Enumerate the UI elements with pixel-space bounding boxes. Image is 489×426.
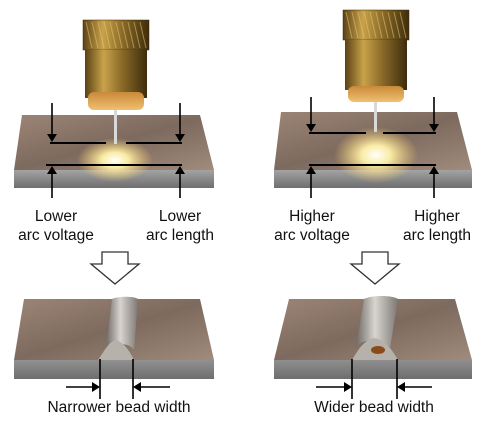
- right-length-arrows: [429, 97, 439, 198]
- right-arc-glow: [334, 127, 418, 183]
- right-voltage-label-line2: arc voltage: [274, 227, 350, 244]
- left-voltage-label-line1: Lower: [34, 208, 78, 225]
- down-arrow-icon: [89, 251, 141, 285]
- right-voltage-arrows: [306, 97, 316, 198]
- left-bead-caption: Narrower bead width: [47, 399, 191, 416]
- wide-weld-bead: [356, 296, 398, 348]
- right-voltage-label-line1: Higher: [289, 208, 335, 225]
- narrow-weld-bead: [106, 296, 138, 350]
- right-bead-plate: [274, 296, 472, 379]
- right-length-label: Higher arc length: [389, 207, 485, 245]
- left-length-label-line1: Lower: [158, 208, 202, 225]
- right-top-assembly: [274, 9, 472, 198]
- right-bead-caption: Wider bead width: [314, 399, 434, 416]
- right-length-label-line2: arc length: [402, 227, 472, 244]
- left-bead-width-markers: [66, 359, 170, 399]
- left-length-arrows: [175, 103, 185, 198]
- right-length-label-line1: Higher: [414, 208, 460, 225]
- right-voltage-label: Higher arc voltage: [262, 207, 362, 245]
- left-top-assembly: [14, 19, 214, 198]
- left-length-label: Lower arc length: [132, 207, 228, 245]
- left-length-label-line2: arc length: [145, 227, 215, 244]
- welding-torch-icon: [342, 9, 410, 132]
- welding-torch-icon: [82, 19, 150, 144]
- down-arrow-icon: [349, 251, 401, 285]
- left-bead-plate: [14, 296, 214, 379]
- right-bead-width-markers: [316, 359, 432, 399]
- left-voltage-label-line2: arc voltage: [18, 227, 94, 244]
- left-voltage-label: Lower arc voltage: [6, 207, 106, 245]
- left-voltage-arrows: [47, 103, 57, 198]
- left-arc-glow: [77, 138, 153, 182]
